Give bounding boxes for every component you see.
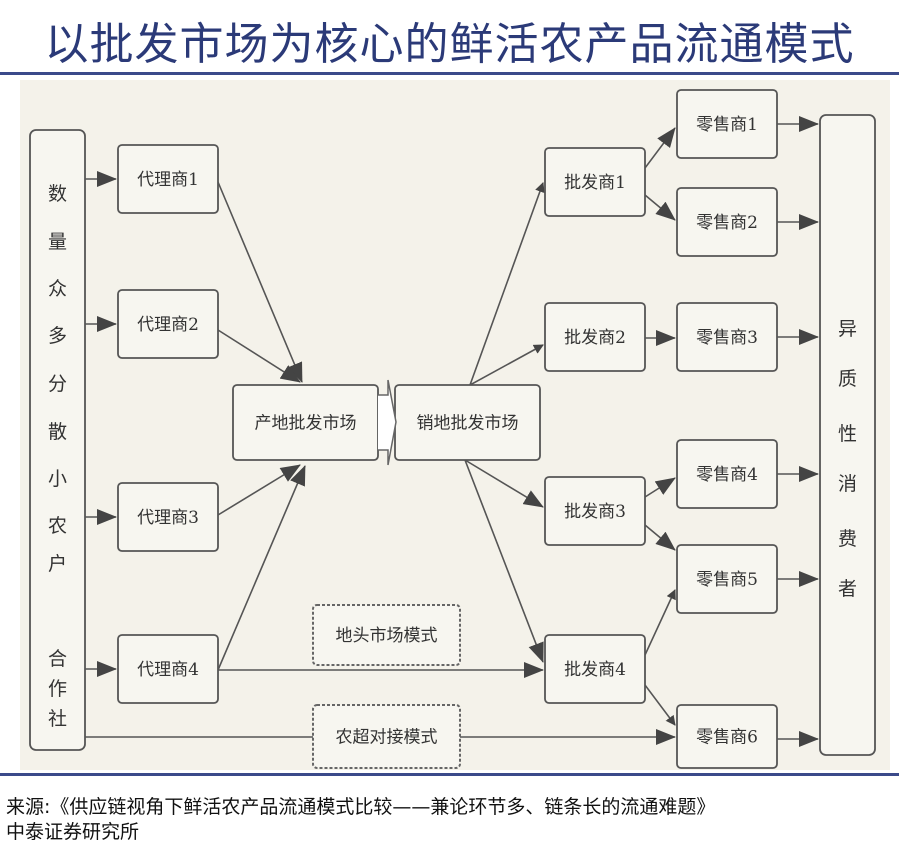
retailer-6: 零售商6: [676, 704, 778, 769]
source-line-2: 中泰证券研究所: [6, 821, 140, 843]
agent-1: 代理商1: [117, 144, 219, 214]
consumers-box-char: 费: [838, 528, 857, 550]
flow-arrow: [644, 684, 676, 726]
flow-arrow: [469, 344, 544, 386]
flow-arrow: [469, 182, 545, 386]
retailer-4-label: 零售商4: [696, 465, 758, 485]
consumers-box-char: 者: [838, 578, 857, 600]
origin-wholesale-market: 产地批发市场: [232, 384, 379, 461]
consumers-box-char: 性: [838, 423, 857, 445]
consumers-box-char: 异: [838, 318, 857, 340]
farmers-box-char: 量: [48, 231, 67, 253]
farmers-box-char: 多: [48, 325, 67, 347]
mode-farm-supermarket-label: 农超对接模式: [336, 728, 438, 748]
farmers-box-char: 数: [48, 183, 67, 205]
wholesaler-3-label: 批发商3: [564, 502, 626, 522]
retailer-2-label: 零售商2: [696, 213, 758, 233]
retailer-4: 零售商4: [676, 439, 778, 509]
flow-arrow: [644, 194, 676, 221]
flow-arrow: [644, 477, 676, 498]
flow-arrow: [464, 459, 544, 508]
mode-field-market-label: 地头市场模式: [336, 626, 438, 646]
source-line-1: 来源:《供应链视角下鲜活农产品流通模式比较——兼论环节多、链条长的流通难题》: [6, 796, 716, 818]
coop-char: 作: [48, 678, 67, 700]
farmers-box-char: 户: [48, 553, 67, 575]
source-note: 来源:《供应链视角下鲜活农产品流通模式比较——兼论环节多、链条长的流通难题》 中…: [6, 795, 715, 845]
agent-3: 代理商3: [117, 482, 219, 552]
farmers-box-char: 小: [48, 468, 67, 490]
consumers-box-char: 质: [838, 368, 857, 390]
flow-arrow: [464, 459, 544, 663]
flow-arrow: [217, 181, 303, 383]
flow-arrow: [217, 465, 306, 671]
wholesaler-2: 批发商2: [544, 302, 646, 372]
sales-wholesale-market-label: 销地批发市场: [417, 414, 519, 434]
flow-arrow: [217, 464, 301, 516]
flow-arrow: [644, 589, 676, 656]
flow-arrow: [217, 329, 301, 383]
wholesaler-3: 批发商3: [544, 476, 646, 546]
flow-arrow: [644, 524, 676, 551]
retailer-2: 零售商2: [676, 187, 778, 257]
agent-4: 代理商4: [117, 634, 219, 704]
coop-char: 合: [48, 648, 67, 670]
origin-wholesale-market-label: 产地批发市场: [255, 414, 357, 434]
retailer-1: 零售商1: [676, 89, 778, 159]
bottom-divider: [0, 773, 899, 776]
farmers-box-char: 分: [48, 373, 67, 395]
wholesaler-4: 批发商4: [544, 634, 646, 704]
page-title: 以批发市场为核心的鲜活农产品流通模式: [44, 19, 855, 70]
agent-2: 代理商2: [117, 289, 219, 359]
retailer-3: 零售商3: [676, 302, 778, 372]
retailer-1-label: 零售商1: [696, 115, 758, 135]
flow-arrow: [644, 127, 676, 169]
farmers-box-char: 众: [48, 278, 67, 300]
retailer-5: 零售商5: [676, 544, 778, 614]
agent-1-label: 代理商1: [137, 170, 199, 190]
top-divider: [0, 72, 899, 75]
farmers-box-char: 农: [48, 515, 67, 537]
wholesaler-1: 批发商1: [544, 147, 646, 217]
hollow-arrow-icon: [378, 379, 397, 466]
mode-farm-supermarket: 农超对接模式: [312, 704, 461, 769]
farmers-box-char: 散: [48, 421, 67, 443]
wholesaler-1-label: 批发商1: [564, 173, 626, 193]
consumers-box-char: 消: [838, 473, 857, 495]
retailer-5-label: 零售商5: [696, 570, 758, 590]
agent-4-label: 代理商4: [137, 660, 199, 680]
agent-2-label: 代理商2: [137, 315, 199, 335]
wholesaler-2-label: 批发商2: [564, 328, 626, 348]
coop-char: 社: [48, 708, 67, 730]
retailer-6-label: 零售商6: [696, 728, 758, 748]
agent-3-label: 代理商3: [137, 508, 199, 528]
wholesaler-4-label: 批发商4: [564, 660, 626, 680]
sales-wholesale-market: 销地批发市场: [394, 384, 541, 461]
retailer-3-label: 零售商3: [696, 328, 758, 348]
mode-field-market: 地头市场模式: [312, 604, 461, 666]
